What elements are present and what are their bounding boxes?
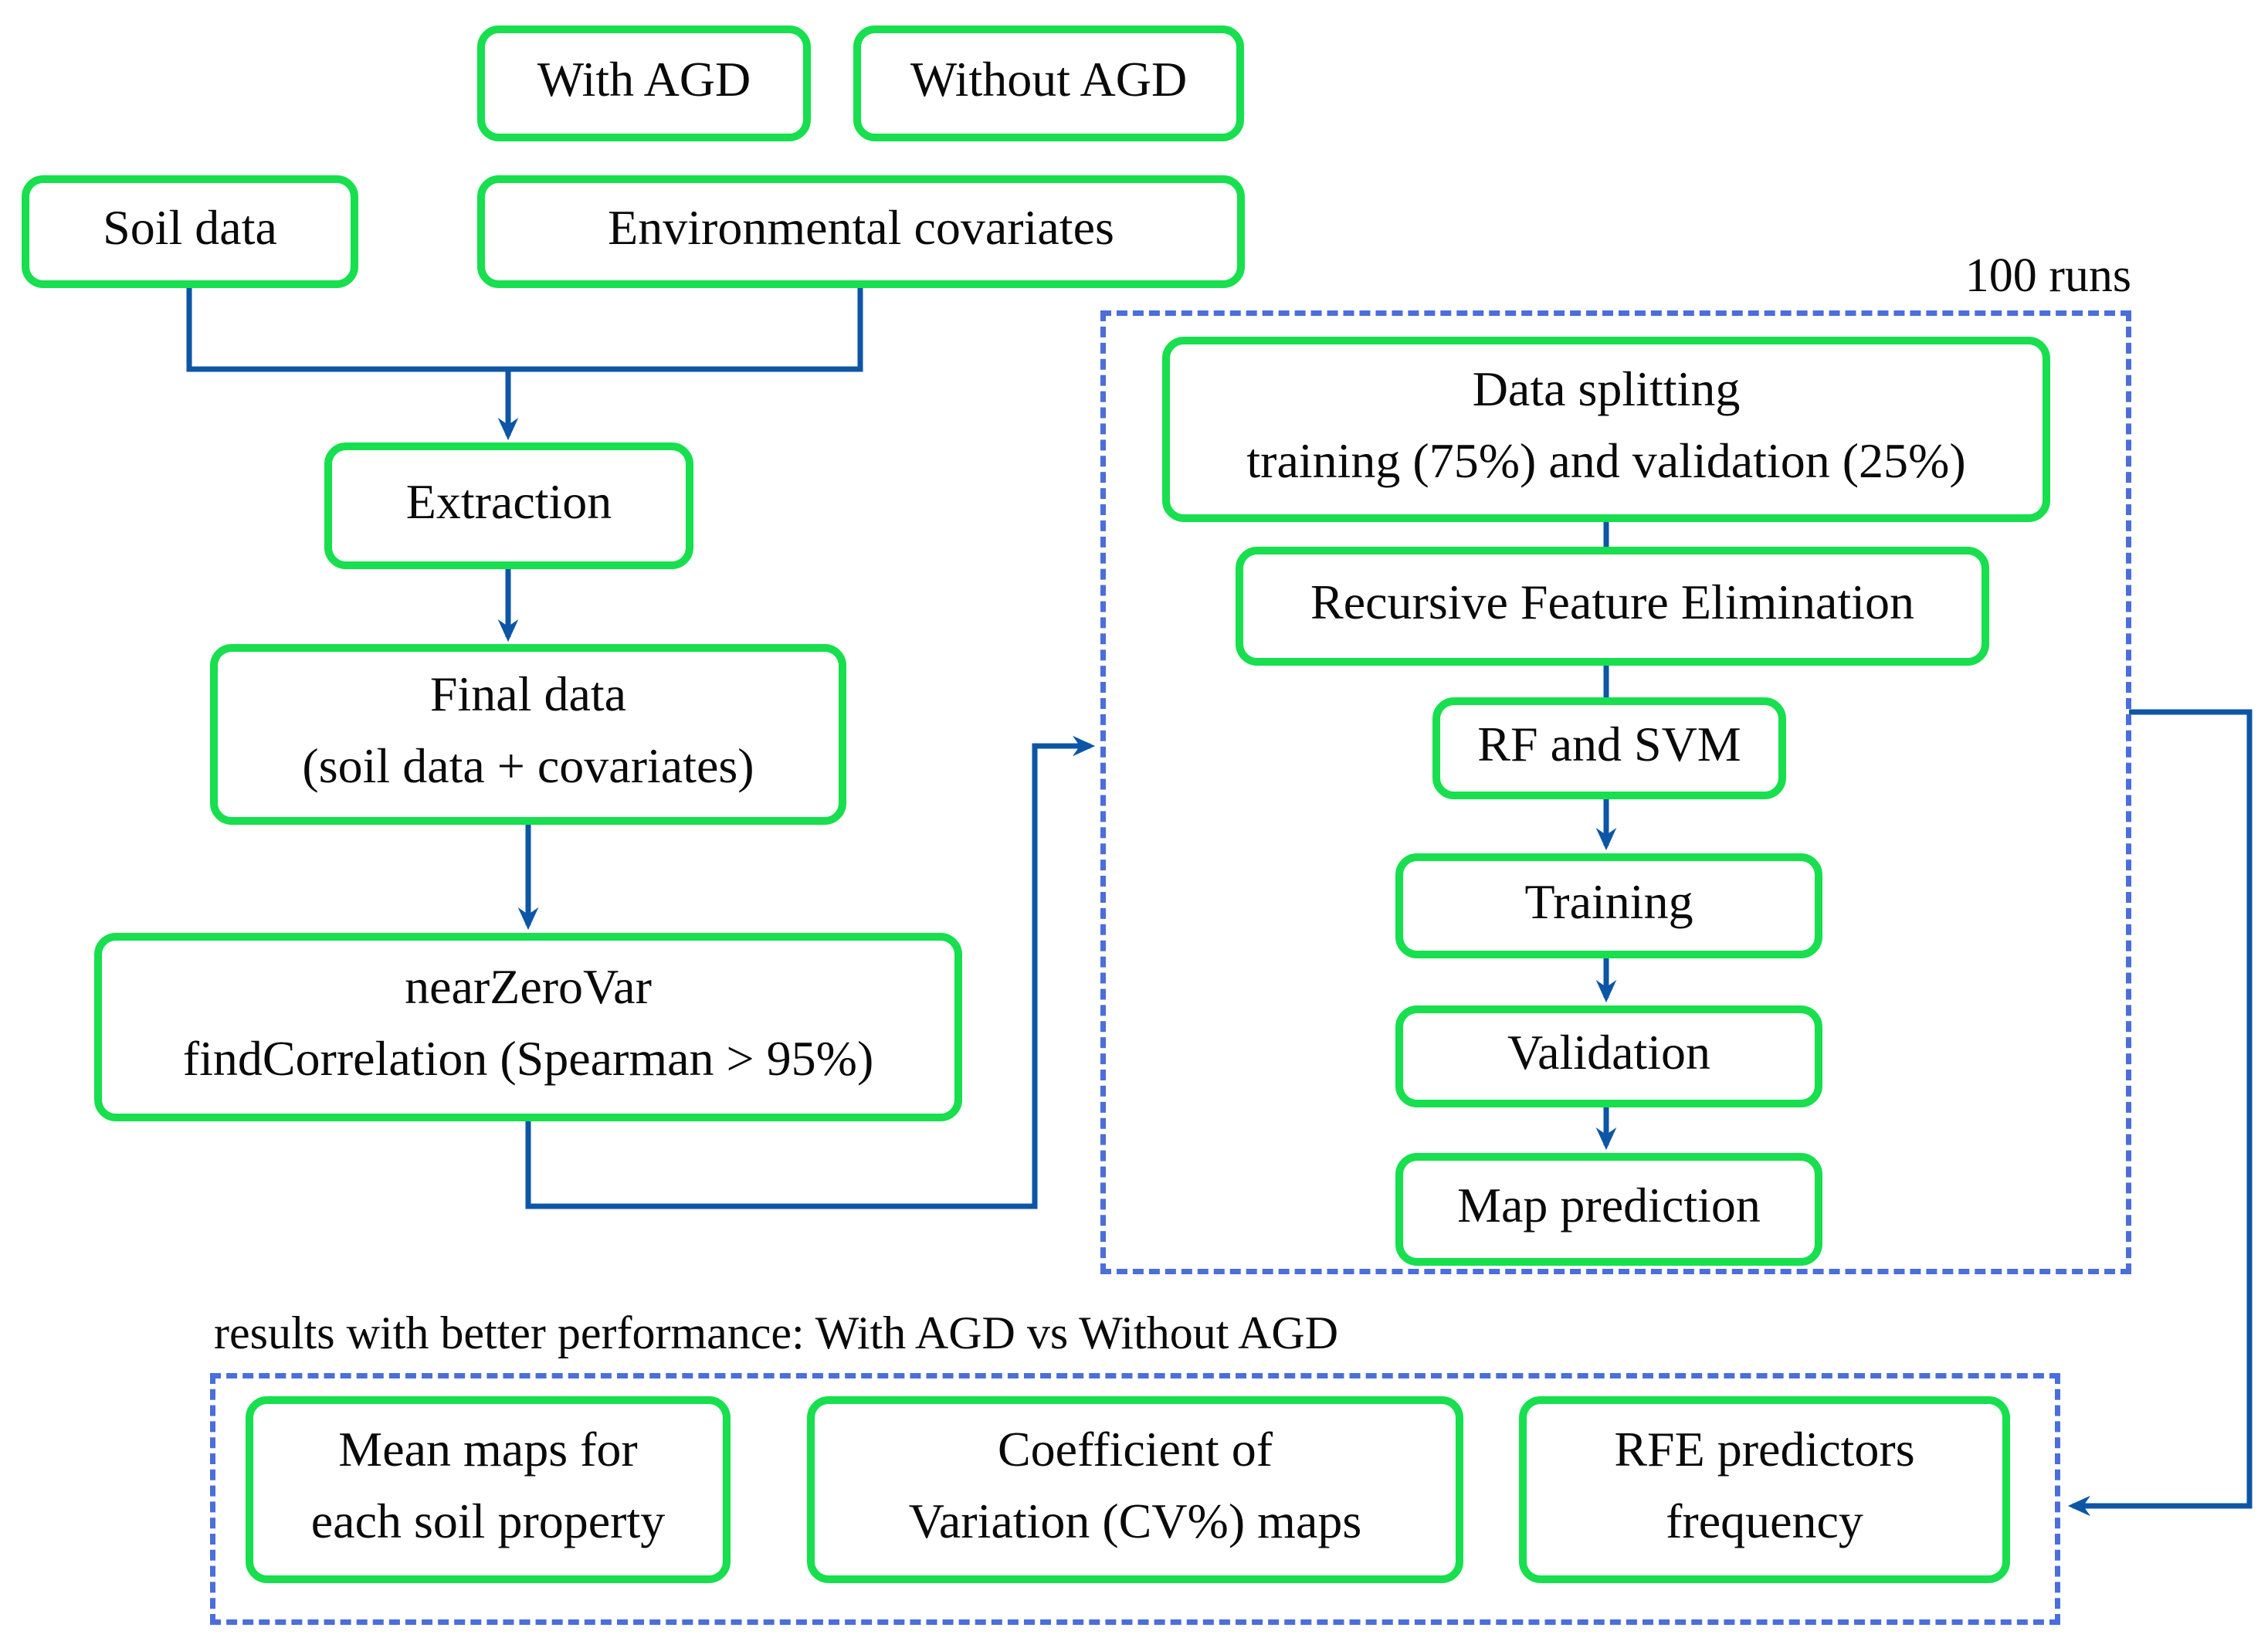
arrow-nearzerovar-to-runs-box	[525, 735, 1096, 1209]
node-rf-and-svm-label: RF and SVM	[1477, 716, 1741, 771]
node-rfe-label: Recursive Feature Elimination	[1310, 574, 1914, 629]
node-without-agd-label: Without AGD	[910, 51, 1188, 107]
node-validation: Validation	[1395, 1005, 1822, 1107]
connector-merge-soil-env	[186, 287, 863, 372]
node-without-agd: Without AGD	[853, 25, 1244, 141]
node-extraction-label: Extraction	[405, 473, 612, 529]
node-environmental-covariates-label: Environmental covariates	[608, 199, 1114, 255]
node-cv-maps-line1: Coefficient of	[997, 1422, 1273, 1477]
node-final-data-line1: Final data	[429, 666, 627, 722]
node-cv-maps: Coefficient of Variation (CV%) maps	[807, 1396, 1463, 1583]
node-nearzerovar-line1: nearZeroVar	[405, 959, 652, 1015]
node-data-splitting-line2: training (75%) and validation (25%)	[1246, 433, 1966, 488]
node-environmental-covariates: Environmental covariates	[477, 175, 1245, 288]
node-soil-data-label: Soil data	[103, 199, 277, 255]
results-caption: results with better performance: With AG…	[214, 1307, 1339, 1358]
node-with-agd-label: With AGD	[537, 51, 751, 107]
node-training-label: Training	[1524, 873, 1693, 929]
arrow-runs-box-to-results-box	[2067, 709, 2253, 1517]
node-mean-maps-line1: Mean maps for	[338, 1422, 638, 1477]
node-final-data: Final data (soil data + covariates)	[210, 644, 846, 825]
node-mean-maps-line2: each soil property	[310, 1494, 666, 1548]
node-nearzerovar-findcorrelation: nearZeroVar findCorrelation (Spearman > …	[94, 933, 962, 1121]
node-nearzerovar-line2: findCorrelation (Spearman > 95%)	[182, 1031, 874, 1086]
node-cv-maps-line2: Variation (CV%) maps	[908, 1494, 1362, 1548]
node-extraction: Extraction	[324, 443, 693, 569]
runs-group-box	[1100, 310, 2131, 1274]
node-recursive-feature-elimination: Recursive Feature Elimination	[1236, 547, 1989, 666]
node-soil-data: Soil data	[22, 175, 358, 288]
runs-count-label: 100 runs	[1965, 249, 2131, 302]
node-validation-label: Validation	[1507, 1024, 1711, 1080]
node-rfe-frequency-line1: RFE predictors	[1614, 1422, 1915, 1477]
node-rfe-frequency-line2: frequency	[1666, 1494, 1863, 1548]
node-mean-maps: Mean maps for each soil property	[246, 1396, 731, 1583]
node-map-prediction: Map prediction	[1395, 1153, 1822, 1266]
results-group-box	[210, 1373, 2060, 1625]
node-map-prediction-label: Map prediction	[1457, 1177, 1761, 1233]
node-with-agd: With AGD	[477, 25, 811, 141]
node-final-data-line2: (soil data + covariates)	[302, 738, 754, 793]
node-rfe-predictors-frequency: RFE predictors frequency	[1519, 1396, 2010, 1583]
node-data-splitting: Data splitting training (75%) and valida…	[1162, 337, 2050, 522]
node-training: Training	[1395, 853, 1822, 958]
node-rf-and-svm: RF and SVM	[1432, 697, 1786, 799]
node-data-splitting-line1: Data splitting	[1472, 361, 1741, 417]
